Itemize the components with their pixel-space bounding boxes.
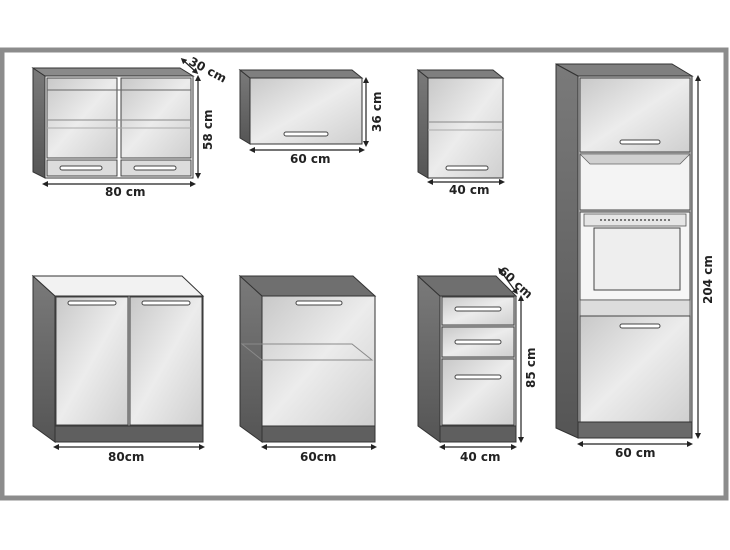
- handle: [133, 165, 177, 171]
- handle: [454, 374, 502, 380]
- base-cabinet-60: 60cm: [238, 274, 377, 464]
- wall-80-height-label: 58 cm: [201, 110, 215, 151]
- drawer: [441, 358, 515, 426]
- handle: [59, 165, 103, 171]
- wall-60-width-label: 60 cm: [290, 152, 331, 166]
- drawer-height-label: 85 cm: [524, 348, 538, 389]
- oven-control-strip: [583, 213, 687, 227]
- handle: [445, 165, 489, 171]
- plinth: [439, 425, 517, 443]
- wall-cabinet-40: 40 cm: [416, 68, 505, 197]
- wall-60-height-label: 36 cm: [370, 92, 384, 133]
- wall-40-width-label: 40 cm: [449, 183, 490, 197]
- tall-height-label: 204 cm: [701, 255, 715, 304]
- handle: [283, 131, 329, 137]
- plinth: [261, 425, 376, 443]
- drawer-width-label: 40 cm: [460, 450, 501, 464]
- wall-cabinet-60: 60 cm 36 cm: [238, 68, 384, 166]
- wall-80-width-label: 80 cm: [105, 185, 146, 199]
- handle: [454, 306, 502, 312]
- plinth: [54, 425, 204, 443]
- handle: [619, 323, 661, 329]
- tall-oven-cabinet-60: 60 cm 204 cm: [555, 63, 715, 460]
- tall-width-label: 60 cm: [615, 446, 656, 460]
- handle: [454, 339, 502, 345]
- base-cabinet-80: 80cm: [31, 274, 205, 464]
- handle: [67, 300, 117, 306]
- handle: [141, 300, 191, 306]
- handle: [619, 139, 661, 145]
- base-60-width-label: 60cm: [300, 450, 336, 464]
- plinth: [577, 421, 693, 439]
- wall-cabinet-80: 80 cm 58 cm 30 cm: [31, 54, 229, 199]
- base-80-width-label: 80cm: [108, 450, 144, 464]
- handle: [295, 300, 343, 306]
- oven-door: [593, 227, 681, 291]
